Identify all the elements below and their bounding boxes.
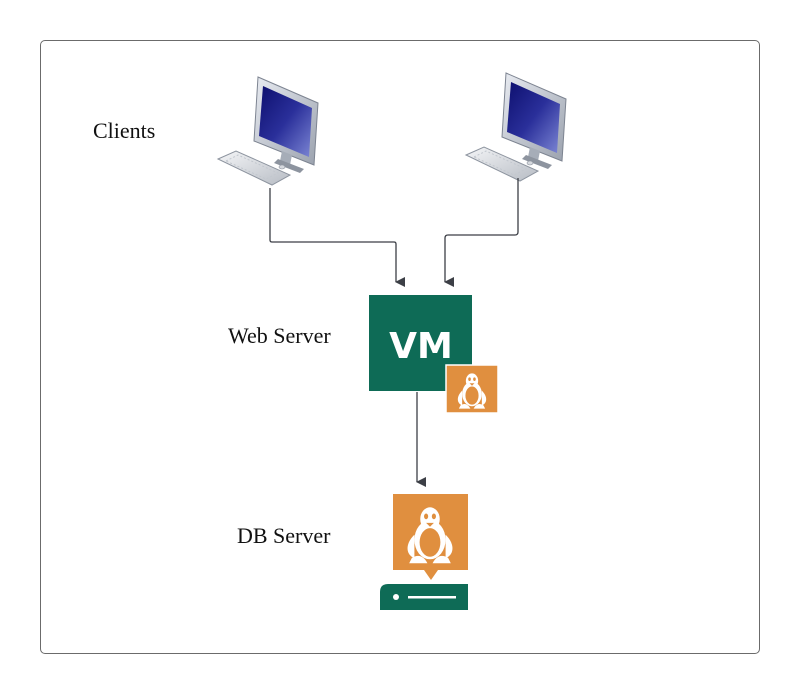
web-server-label: Web Server [228, 323, 331, 348]
server-led [393, 594, 399, 600]
connector-client2-to-web [444, 178, 519, 287]
client-computer-2[interactable] [465, 72, 567, 182]
server-slot [408, 596, 456, 599]
connector-client1-to-web [269, 188, 405, 287]
db-server-node[interactable] [380, 494, 468, 610]
desktop-computer-icon [465, 72, 567, 182]
diagram-frame [40, 40, 760, 654]
desktop-computer-icon [217, 76, 319, 186]
vm-badge-text: VM [389, 326, 453, 367]
db-server-label: DB Server [237, 523, 331, 548]
web-server-node[interactable]: VM [369, 295, 499, 414]
clients-label: Clients [93, 118, 156, 143]
client-computer-1[interactable] [217, 76, 319, 186]
